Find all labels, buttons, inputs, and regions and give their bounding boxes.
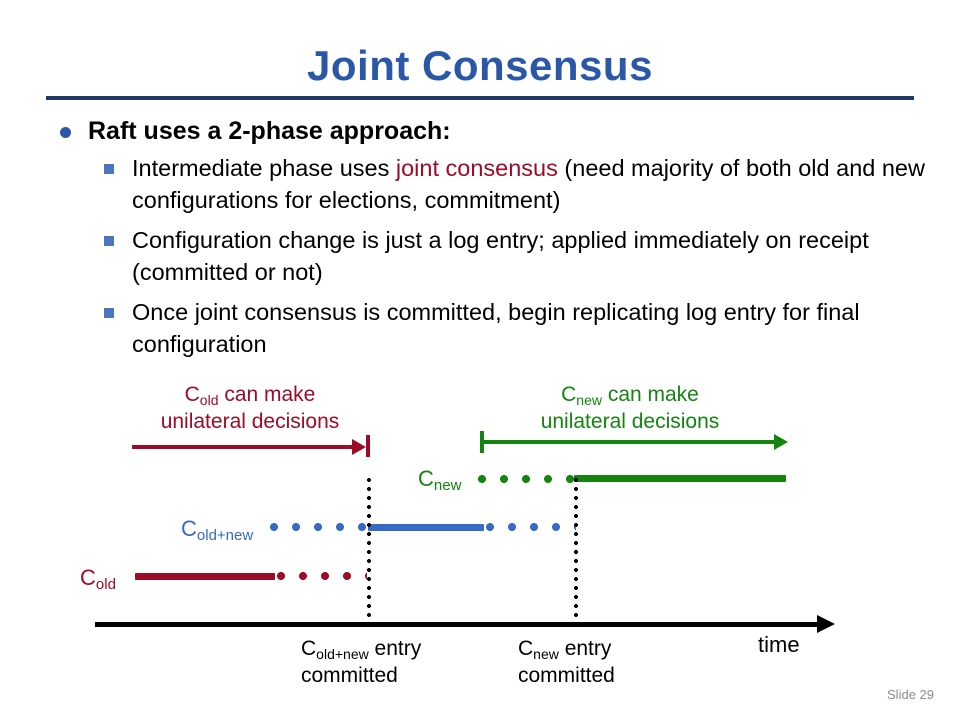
bullet-text-pre: Once joint consensus is committed, begin… bbox=[132, 299, 860, 357]
row-solid-c-old bbox=[135, 573, 275, 580]
annotation-line1: Cold can make bbox=[184, 383, 316, 408]
bullet-level2-2: Configuration change is just a log entry… bbox=[102, 224, 930, 288]
arrow-head-c-old bbox=[352, 439, 366, 455]
caption-line1: Cnew entry bbox=[518, 637, 612, 662]
row-solid-c-old-new bbox=[368, 524, 484, 531]
annotation-c-old-unilateral: Cold can make unilateral decisions bbox=[125, 382, 375, 434]
annotation-c-new-unilateral: Cnew can make unilateral decisions bbox=[505, 382, 755, 434]
caption-c-new-committed: Cnew entry committed bbox=[518, 636, 615, 689]
bullet-text-pre: Intermediate phase uses bbox=[132, 155, 396, 181]
marker-line-c-new-committed bbox=[574, 478, 578, 624]
annotation-line1: Cnew can make bbox=[561, 383, 699, 408]
bullet-text-pre: Configuration change is just a log entry… bbox=[132, 227, 869, 285]
caption-line2: committed bbox=[518, 664, 615, 687]
slide-number: Slide 29 bbox=[887, 687, 934, 702]
bullet-level1: Raft uses a 2-phase approach: bbox=[50, 114, 930, 148]
row-label-c-old: Cold bbox=[80, 565, 116, 594]
arrow-shaft-c-old bbox=[132, 445, 360, 449]
caption-c-old-new-committed: Cold+new entry committed bbox=[301, 636, 421, 689]
marker-line-c-old-new-committed bbox=[367, 478, 371, 624]
annotation-line2: unilateral decisions bbox=[540, 410, 720, 433]
time-axis-line bbox=[95, 622, 817, 627]
bullet-square-icon bbox=[104, 236, 114, 246]
bullet-level1-text: Raft uses a 2-phase approach: bbox=[88, 117, 451, 145]
row-dotted-c-old-new-post bbox=[486, 523, 576, 531]
time-axis-arrow-icon bbox=[817, 615, 835, 633]
bullet-list: Raft uses a 2-phase approach: Intermedia… bbox=[50, 114, 930, 368]
row-label-c-old-new: Cold+new bbox=[181, 516, 254, 545]
row-dotted-c-old bbox=[277, 572, 367, 580]
arrow-head-c-new bbox=[774, 434, 788, 450]
row-dotted-c-old-new-pre bbox=[270, 523, 366, 531]
bullet-dot-icon bbox=[60, 127, 71, 138]
page-title: Joint Consensus bbox=[307, 42, 653, 89]
timeline-diagram: Cold can make unilateral decisions Cnew … bbox=[0, 370, 960, 720]
row-label-c-new: Cnew bbox=[418, 466, 462, 495]
bullet-square-icon bbox=[104, 164, 114, 174]
bullet-text-highlight: joint consensus bbox=[395, 155, 558, 181]
bullet-level2-3: Once joint consensus is committed, begin… bbox=[102, 296, 930, 360]
row-solid-c-new bbox=[574, 475, 786, 482]
caption-line2: committed bbox=[301, 664, 398, 687]
bullet-level2-1: Intermediate phase uses joint consensus … bbox=[102, 152, 930, 216]
annotation-line2: unilateral decisions bbox=[160, 410, 340, 433]
row-dotted-c-new bbox=[478, 475, 574, 483]
bullet-text-post: (need majority of both old and new confi… bbox=[132, 155, 925, 213]
caption-line1: Cold+new entry bbox=[301, 637, 422, 662]
arrow-endcap-c-old bbox=[366, 435, 370, 457]
time-axis-label: time bbox=[758, 632, 800, 657]
bullet-square-icon bbox=[104, 308, 114, 318]
arrow-shaft-c-new bbox=[482, 440, 774, 444]
title-divider bbox=[46, 96, 914, 100]
